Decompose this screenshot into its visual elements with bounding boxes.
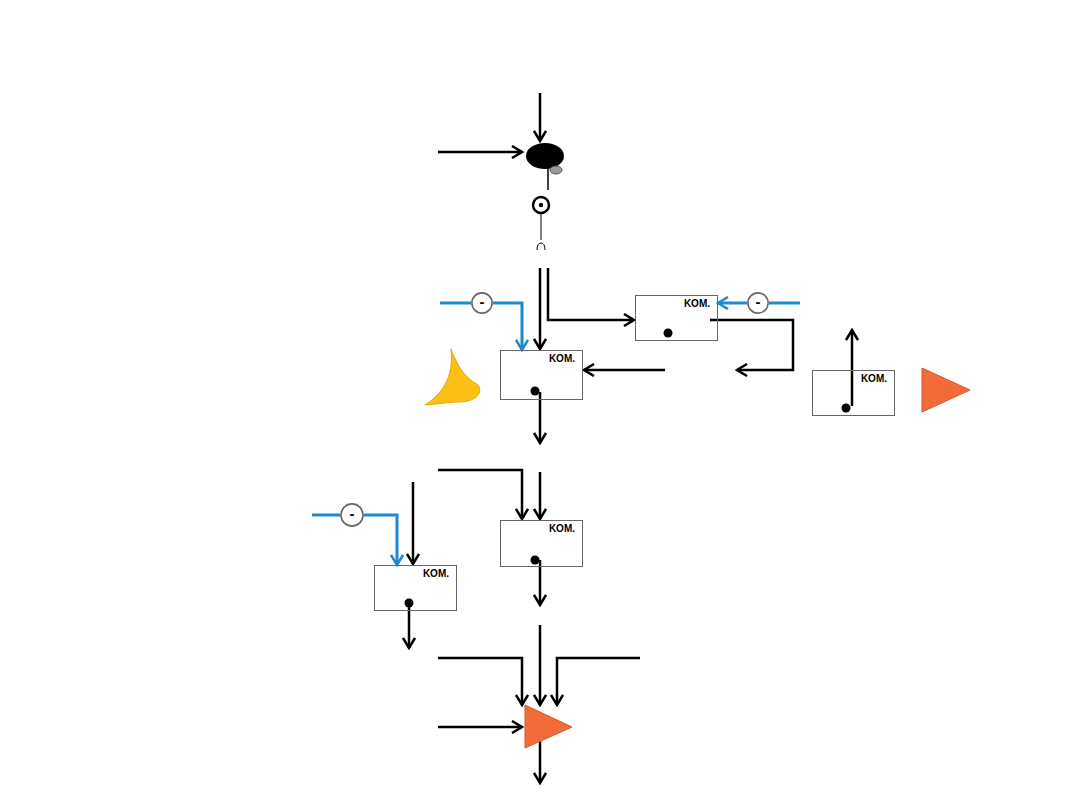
process-box: KOM.: [500, 350, 583, 400]
circle-shape: [748, 293, 768, 313]
process-box: KOM.: [374, 565, 457, 611]
synapse-arc: [537, 243, 545, 250]
signal-arrow: [412, 482, 415, 564]
signal-arrow: [548, 268, 634, 320]
signal-arrow: [584, 369, 665, 372]
signal-arrow: [438, 726, 522, 729]
minus-sign: -: [340, 506, 364, 522]
neuron-symbol: [526, 143, 564, 250]
inhibitory-circle: -: [340, 503, 364, 527]
signal-arrow: [710, 320, 793, 370]
dot: [842, 404, 851, 413]
signal-arrow: [539, 268, 542, 349]
signal-arrows: [409, 93, 852, 783]
dot: [664, 329, 673, 338]
signal-arrow: [438, 470, 522, 519]
dot: [405, 599, 414, 608]
node-center: [539, 203, 543, 207]
signal-arrow: [438, 658, 522, 705]
output-arrow: [851, 330, 854, 406]
box-label: KOM.: [423, 568, 449, 580]
process-box: KOM.: [635, 295, 718, 341]
yellow-shape: [425, 349, 480, 405]
minus-sign: -: [471, 294, 493, 310]
inhibitory-line: [769, 302, 800, 305]
process-box: KOM.: [812, 370, 895, 416]
inhibitory-connector: [364, 515, 397, 565]
inhibitory-circle: -: [471, 292, 493, 314]
process-box: KOM.: [500, 520, 583, 567]
inhibitory-line: [312, 514, 340, 517]
input-arrow: [539, 93, 542, 141]
circle-shape: [472, 293, 492, 313]
cell-nucleus: [550, 166, 562, 174]
orange-triangle: [525, 705, 572, 748]
axon-line: [547, 166, 549, 190]
box-label: KOM.: [684, 298, 710, 310]
box-label: KOM.: [549, 353, 575, 365]
box-label: KOM.: [549, 523, 575, 535]
inhibitory-connector: [493, 303, 522, 350]
signal-arrow: [557, 658, 640, 705]
circle-shape: [341, 504, 363, 526]
inhibitory-lead: [312, 303, 800, 515]
box-label: KOM.: [861, 373, 887, 385]
inhibitory-circle: -: [747, 292, 769, 314]
axon-line: [541, 213, 542, 240]
input-arrow: [438, 151, 522, 154]
signal-arrow: [539, 472, 542, 519]
node-ring: [533, 197, 549, 213]
dot: [531, 556, 540, 565]
minus-sign: -: [747, 294, 769, 310]
inhibitory-connector: [718, 302, 747, 305]
output-arrow: [408, 603, 411, 648]
cell-body: [526, 143, 564, 169]
signal-arrow: [539, 625, 542, 705]
box-dots: [405, 329, 851, 608]
inhibitory-line: [440, 302, 471, 305]
dot: [531, 387, 540, 396]
orange-triangle: [922, 368, 970, 412]
output-arrow: [539, 740, 542, 783]
